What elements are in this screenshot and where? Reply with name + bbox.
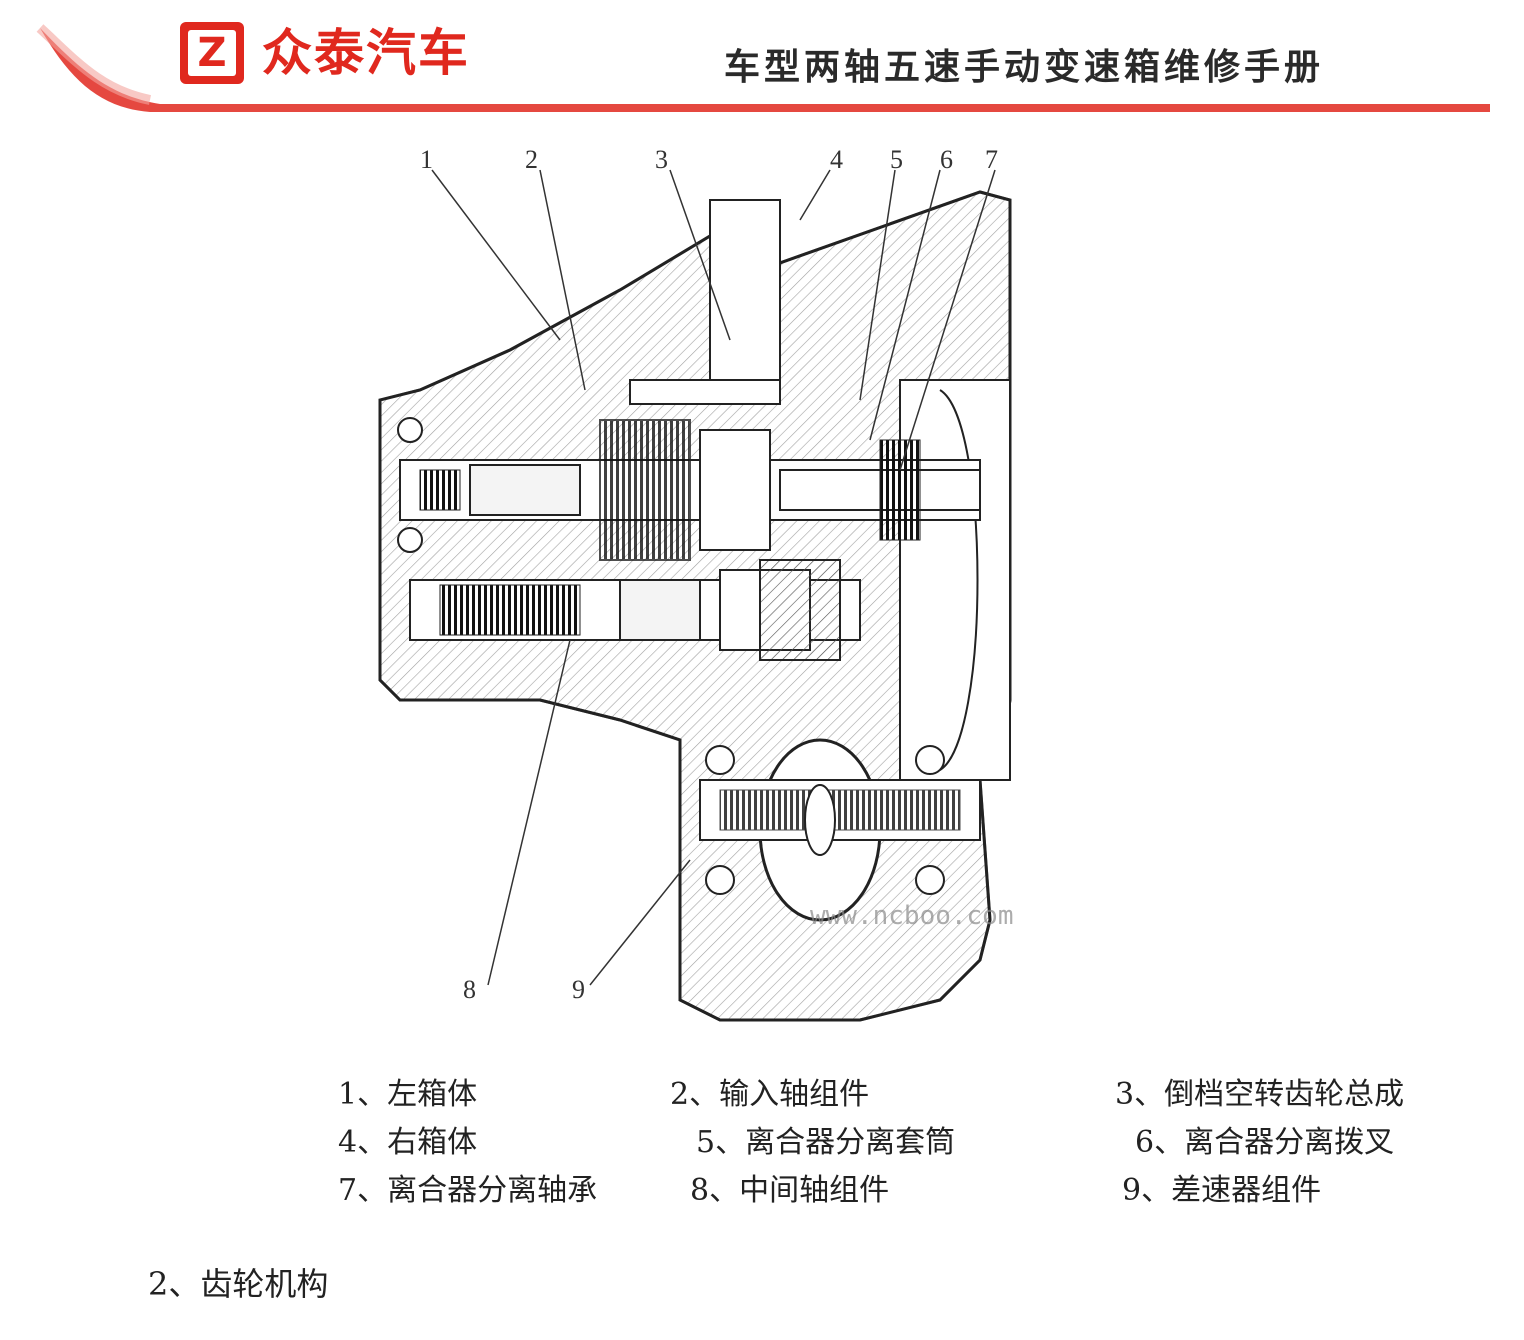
callout-4: 4 [830,145,843,174]
legend-item: 5、离合器分离套筒 [696,1125,956,1160]
callout-6: 6 [940,145,953,174]
legend-item: 3、倒档空转齿轮总成 [1115,1077,1405,1112]
callout-1: 1 [420,145,433,174]
legend-item: 8、中间轴组件 [690,1173,890,1208]
callout-9: 9 [572,975,585,1004]
brand-logo-icon: Z [180,22,244,84]
page-header: Z 众泰汽车 车型两轴五速手动变速箱维修手册 [0,0,1524,120]
watermark-text: www.ncboo.com [810,901,1014,931]
legend-item: 9、差速器组件 [1122,1173,1322,1208]
document-title: 车型两轴五速手动变速箱维修手册 [724,47,1325,88]
legend-item: 1、左箱体 [338,1077,478,1112]
callout-5: 5 [890,145,903,174]
legend-item: 2、输入轴组件 [670,1077,870,1112]
callout-7: 7 [985,145,998,174]
callout-3: 3 [655,145,668,174]
brand-name: 众泰汽车 [262,24,470,82]
callout-8: 8 [463,975,476,1004]
legend-item: 6、离合器分离拨叉 [1135,1125,1395,1160]
header-swoosh-decoration [36,24,1490,112]
transmission-cross-section-drawing: 1 2 3 4 5 6 7 8 9 [378,145,1012,1022]
callout-2: 2 [525,145,538,174]
legend-item: 7、离合器分离轴承 [338,1173,598,1208]
section-heading: 2、齿轮机构 [148,1265,329,1303]
legend-item: 4、右箱体 [338,1125,478,1160]
